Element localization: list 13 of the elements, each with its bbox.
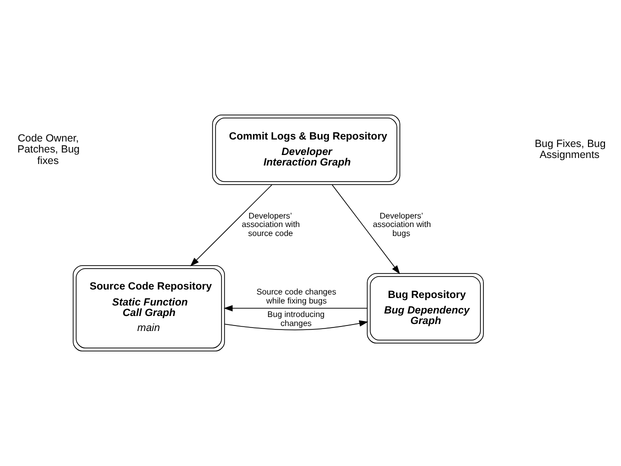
edge-label: Bug introducing changes (267, 310, 325, 328)
label: Code Owner, Patches, Bug fixes (17, 133, 80, 167)
arrow (224, 305, 368, 312)
node-box: Commit Logs & Bug Repository Developer Interaction Graph (212, 114, 400, 186)
node-box: Bug Repository Bug Dependency Graph (366, 273, 484, 344)
edge-label: Source code changes while fixing bugs (256, 288, 336, 306)
arrow (224, 320, 368, 330)
label: Bug Fixes, Bug Assignments (534, 138, 606, 162)
arrow (332, 184, 400, 274)
edge-label: Developers’ association with bugs (372, 211, 432, 238)
edge-label: Developers’ association with source code (242, 211, 300, 238)
arrow (190, 184, 272, 266)
label: main (137, 322, 160, 334)
